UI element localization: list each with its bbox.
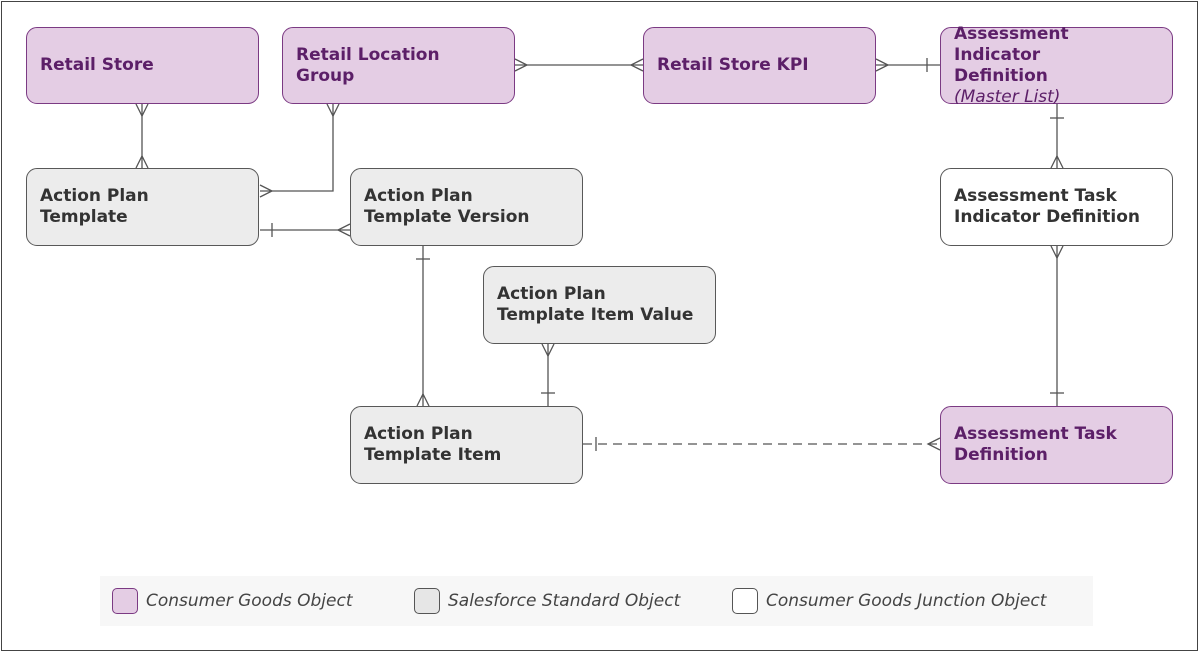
legend-swatch-consumer-goods <box>112 588 138 614</box>
node-action-plan-template-item-value: Action Plan Template Item Value <box>483 266 716 344</box>
node-action-plan-template-version: Action Plan Template Version <box>350 168 583 246</box>
node-assessment-task-definition: Assessment Task Definition <box>940 406 1173 484</box>
node-assessment-task-indicator-definition-line2: Indicator Definition <box>954 207 1140 227</box>
crowfoot-many-kpi-left <box>629 58 644 72</box>
connector-location-group-to-template <box>260 104 334 192</box>
node-retail-location-group-line2: Group <box>296 65 355 86</box>
legend-label-salesforce-standard: Salesforce Standard Object <box>448 591 681 611</box>
node-assessment-indicator-definition: Assessment Indicator Definition (Master … <box>940 23 1173 107</box>
node-action-plan-template-item-value-line2: Template Item Value <box>497 305 694 325</box>
crowfoot-many-task-definition-left <box>926 437 941 451</box>
node-assessment-task-indicator-definition: Assessment Task Indicator Definition <box>940 168 1173 246</box>
legend: Consumer Goods Object Salesforce Standar… <box>100 576 1093 626</box>
legend-label-consumer-goods: Consumer Goods Object <box>146 591 353 611</box>
crowfoot-many-item-value-bottom <box>541 343 555 358</box>
legend-swatch-salesforce-standard <box>414 588 440 614</box>
crowfoot-many-task-indicator-top <box>1050 154 1064 169</box>
legend-swatch-consumer-goods-junction <box>732 588 758 614</box>
node-retail-store-kpi: Retail Store KPI <box>643 27 876 104</box>
node-retail-location-group-line1: Retail Location <box>296 44 440 65</box>
crowfoot-many-template-top <box>135 154 149 169</box>
node-action-plan-template-item-line1: Action Plan <box>364 424 473 444</box>
legend-label-consumer-goods-junction: Consumer Goods Junction Object <box>766 591 1047 611</box>
node-retail-store: Retail Store <box>26 27 259 104</box>
node-assessment-task-indicator-definition-line1: Assessment Task <box>954 186 1117 206</box>
node-assessment-indicator-definition-line1: Assessment Indicator <box>954 23 1069 65</box>
node-assessment-task-definition-line1: Assessment Task <box>954 424 1117 444</box>
crowfoot-many-location-group <box>326 103 340 118</box>
crowfoot-many-task-indicator-bottom <box>1050 245 1064 260</box>
node-action-plan-template-line2: Template <box>40 207 128 227</box>
crowfoot-many-kpi-right <box>875 58 890 72</box>
crowfoot-many-location-group-right <box>514 58 529 72</box>
legend-item-consumer-goods-junction: Consumer Goods Junction Object <box>732 576 1046 626</box>
crowfoot-many-version-left <box>336 223 351 237</box>
node-action-plan-template: Action Plan Template <box>26 168 259 246</box>
node-action-plan-template-item: Action Plan Template Item <box>350 406 583 484</box>
node-action-plan-template-line1: Action Plan <box>40 186 149 206</box>
node-action-plan-template-version-line1: Action Plan <box>364 186 473 206</box>
legend-item-consumer-goods: Consumer Goods Object <box>112 576 352 626</box>
legend-item-salesforce-standard: Salesforce Standard Object <box>414 576 680 626</box>
node-action-plan-template-version-line2: Template Version <box>364 207 530 227</box>
node-assessment-indicator-definition-line2: Definition <box>954 65 1048 86</box>
node-action-plan-template-item-line2: Template Item <box>364 445 502 465</box>
node-assessment-indicator-definition-note: (Master List) <box>954 86 1061 107</box>
node-retail-store-kpi-line1: Retail Store KPI <box>657 55 809 75</box>
node-retail-location-group: Retail Location Group <box>282 27 515 104</box>
node-retail-store-line1: Retail Store <box>40 55 154 75</box>
node-assessment-task-definition-line2: Definition <box>954 445 1048 465</box>
crowfoot-many-template-right <box>259 184 274 198</box>
crowfoot-many-item-top <box>416 392 430 407</box>
crowfoot-many-retail-store <box>135 103 149 118</box>
node-action-plan-template-item-value-line1: Action Plan <box>497 284 606 304</box>
